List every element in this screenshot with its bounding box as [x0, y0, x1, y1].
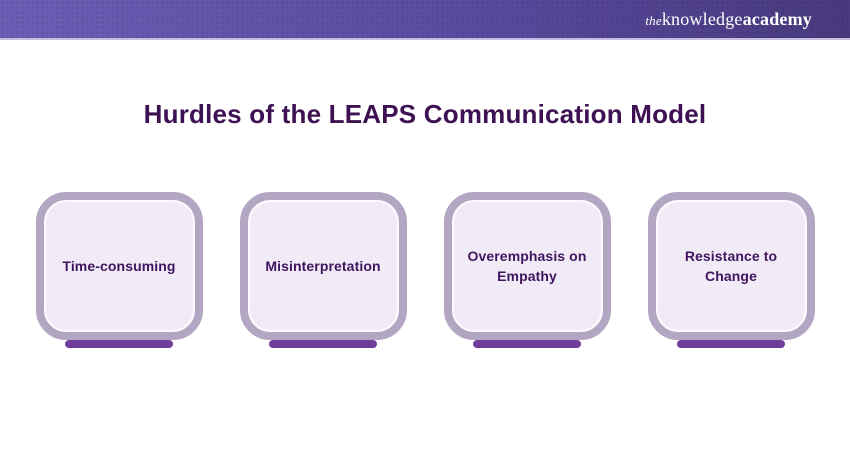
card-label: Time-consuming [62, 257, 176, 274]
card-accent-bar [269, 340, 377, 348]
card-time-consuming: Time-consuming [35, 192, 203, 348]
brand-logo: theknowledgeacademy [645, 10, 812, 28]
brand-logo-knowledge: knowledge [661, 9, 743, 29]
card-misinterpretation: Misinterpretation [239, 192, 407, 348]
card-label: Resistance to Change [684, 247, 778, 284]
card-accent-bar [473, 340, 581, 348]
brand-logo-academy: academy [742, 9, 812, 29]
card-label: Misinterpretation [265, 257, 381, 274]
page-title: Hurdles of the LEAPS Communication Model [143, 99, 707, 129]
card-accent-bar [65, 340, 173, 348]
brand-logo-the: the [645, 13, 662, 28]
card-accent-bar [677, 340, 785, 348]
header-bar: theknowledgeacademy [0, 0, 850, 40]
card-label: Overemphasis on Empathy [467, 247, 587, 284]
card-resistance-to-change: Resistance to Change [647, 192, 815, 348]
card-overemphasis-on-empathy: Overemphasis on Empathy [443, 192, 611, 348]
cards-row: Time-consuming Misinterpretation Overemp… [0, 192, 850, 348]
